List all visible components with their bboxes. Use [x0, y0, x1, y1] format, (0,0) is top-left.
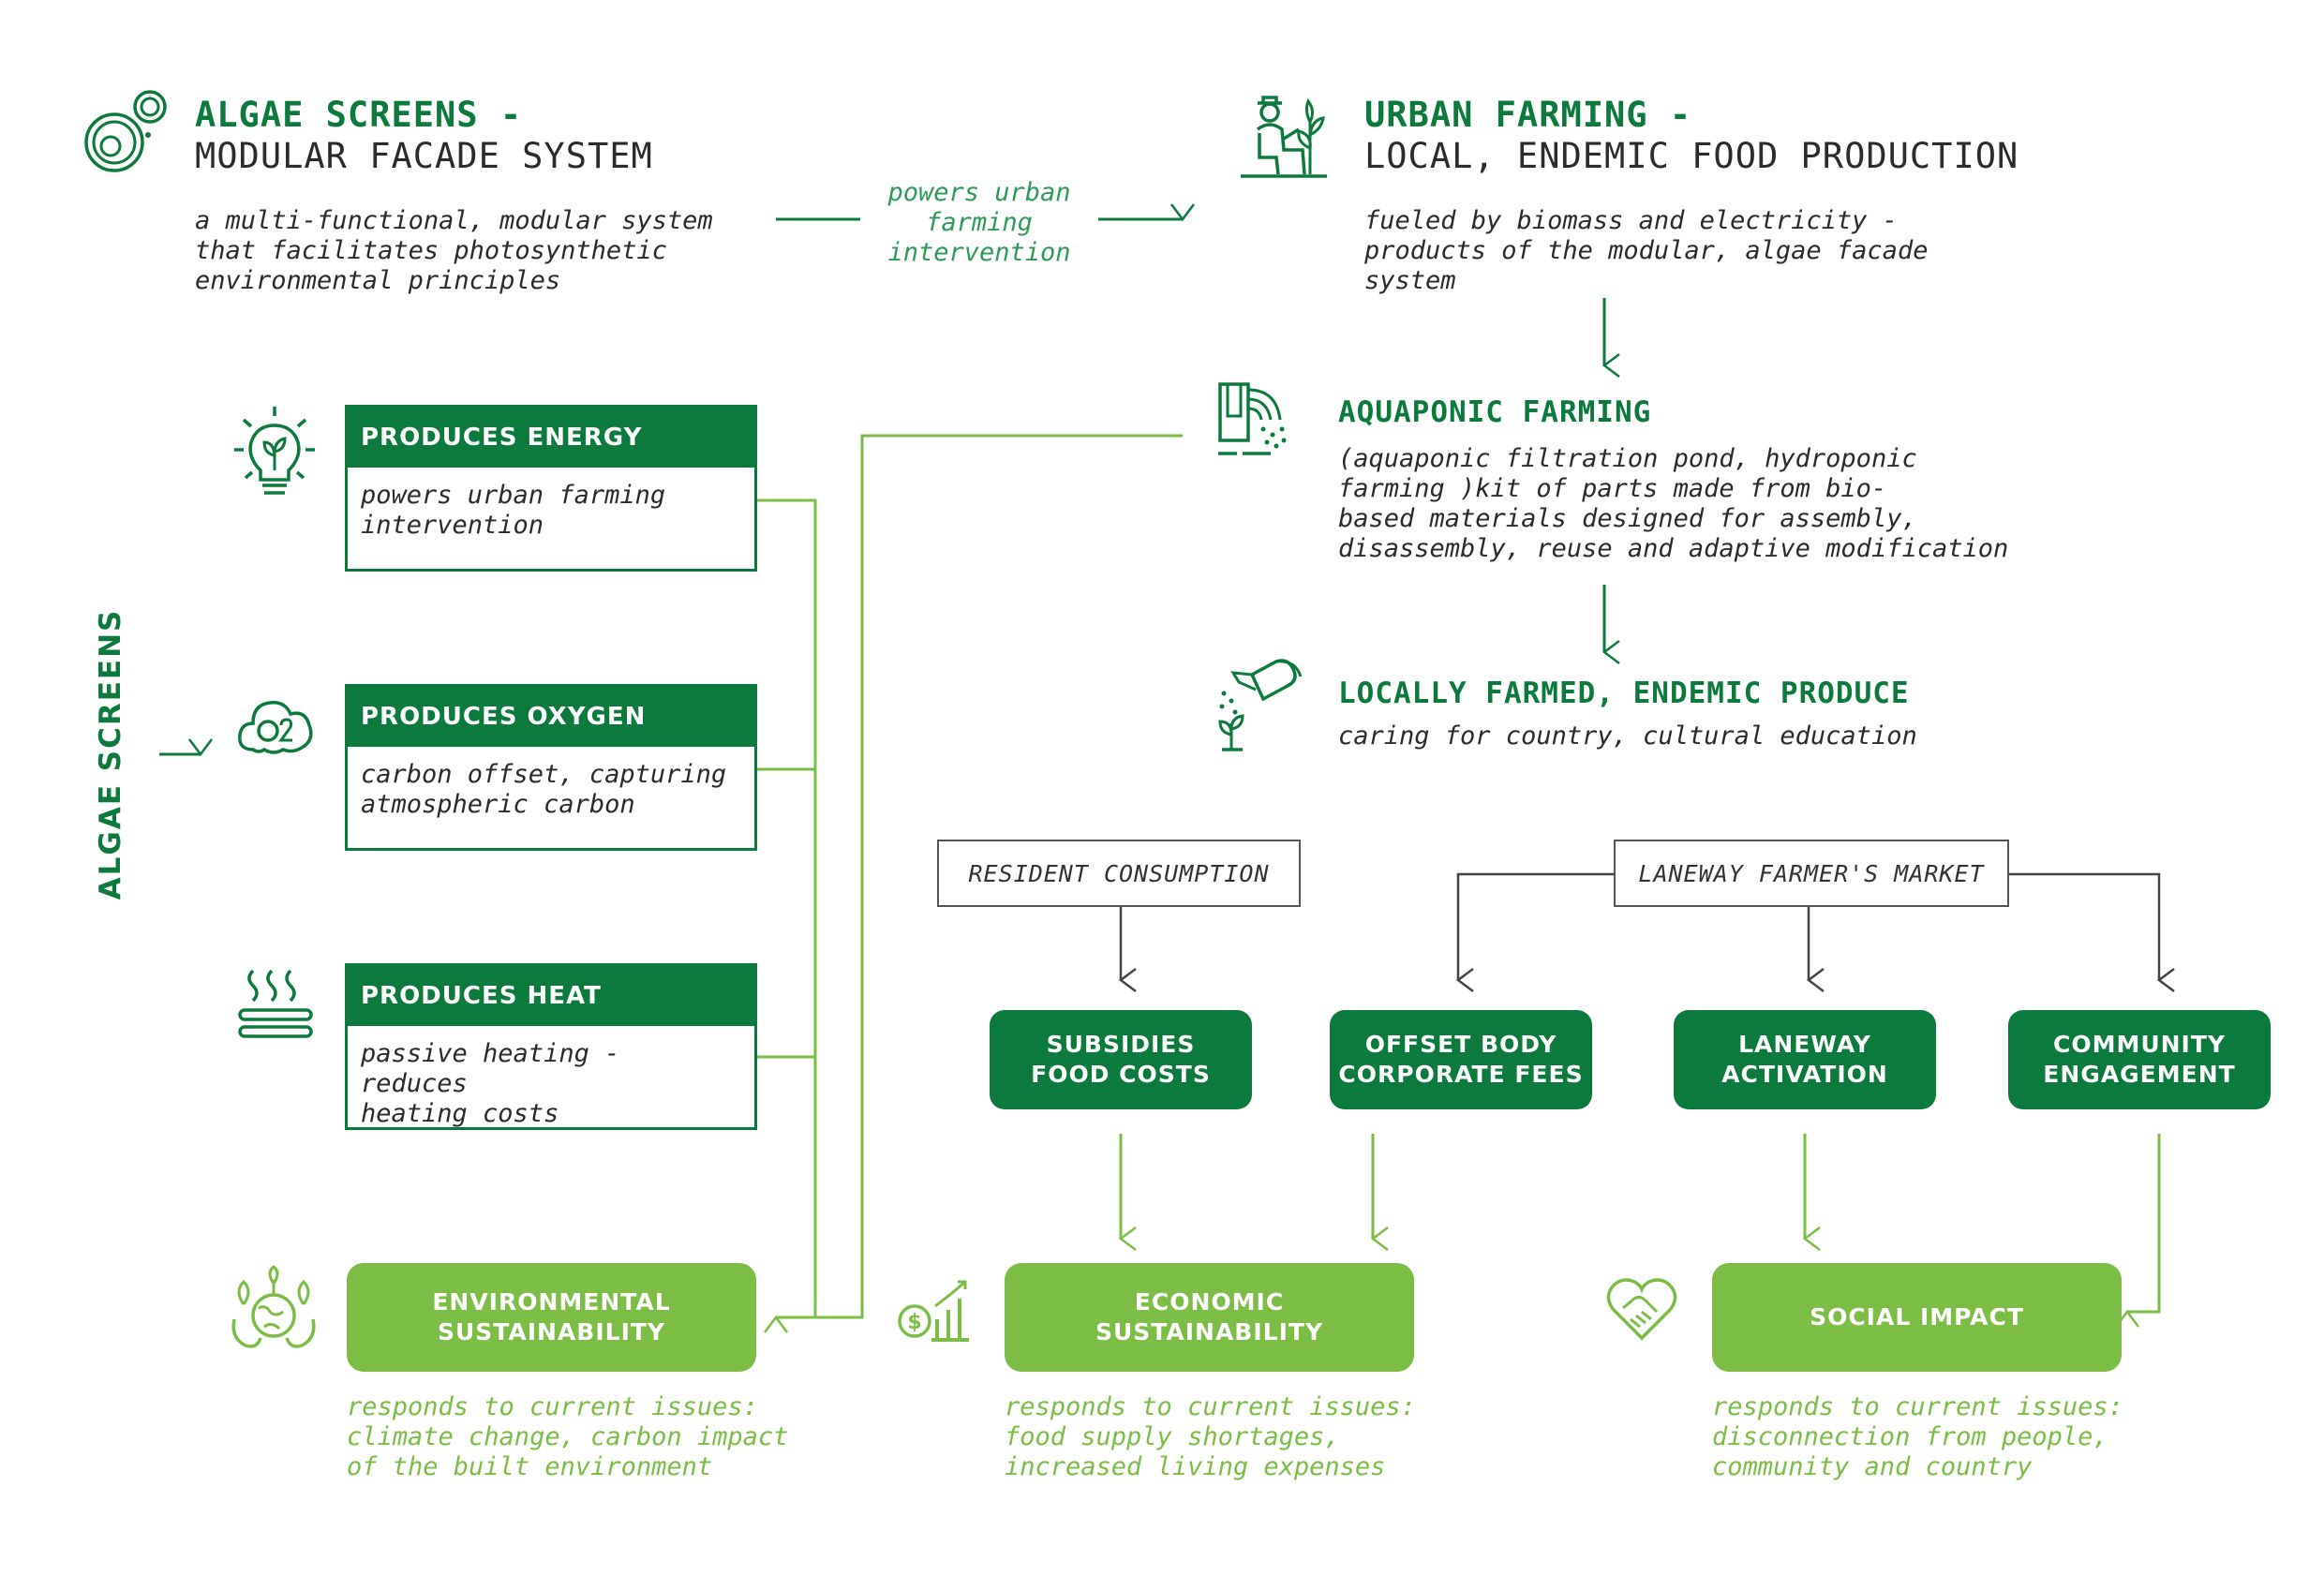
card-heading: PRODUCES ENERGY — [348, 408, 754, 468]
card-produces-energy: PRODUCES ENERGY powers urban farming int… — [345, 405, 757, 572]
urban-title: URBAN FARMING - — [1364, 95, 1692, 135]
outcome-subsidies: SUBSIDIES FOOD COSTS — [990, 1010, 1252, 1109]
card-body: carbon offset, capturing atmospheric car… — [361, 760, 727, 819]
outcome-laneway-activation: LANEWAY ACTIVATION — [1674, 1010, 1936, 1109]
algae-cells-icon — [77, 86, 171, 180]
farmer-plant-icon — [1237, 92, 1331, 182]
card-heading: PRODUCES HEAT — [348, 966, 754, 1026]
community-to-social — [2115, 1134, 2161, 1328]
algae-description: a multi-functional, modular system that … — [195, 206, 713, 295]
card-heading: PRODUCES OXYGEN — [348, 687, 754, 747]
pillar-environmental: ENVIRONMENTAL SUSTAINABILITY — [347, 1263, 756, 1372]
card-body: passive heating - reduces heating costs — [361, 1039, 620, 1128]
svg-text:$: $ — [907, 1311, 921, 1334]
card-produces-heat: PRODUCES HEAT passive heating - reduces … — [345, 963, 757, 1130]
pillar-economic-note: responds to current issues: food supply … — [1005, 1392, 1416, 1481]
money-growth-icon: $ — [898, 1278, 973, 1344]
heart-handshake-icon — [1604, 1274, 1679, 1342]
side-label: ALGAE SCREENS — [94, 608, 127, 900]
link-label: powers urban farming intervention — [887, 178, 1071, 267]
algae-title: ALGAE SCREENS - — [195, 95, 523, 135]
aquaponic-description: (aquaponic filtration pond, hydroponic f… — [1338, 444, 2009, 563]
lightbulb-leaf-icon — [232, 403, 317, 497]
pillar-social: SOCIAL IMPACT — [1712, 1263, 2122, 1372]
produce-title: LOCALLY FARMED, ENDEMIC PRODUCE — [1338, 676, 1910, 710]
outcome-community-engagement: COMMUNITY ENGAGEMENT — [2008, 1010, 2271, 1109]
card-body: powers urban farming intervention — [361, 481, 666, 540]
market-branch-right — [2009, 872, 2175, 992]
aquaponic-to-env-line — [815, 434, 1183, 1319]
pillar-economic: ECONOMIC SUSTAINABILITY — [1005, 1263, 1414, 1372]
heat-waves-icon — [236, 965, 315, 1044]
laneway-market-box: LANEWAY FARMER'S MARKET — [1614, 840, 2009, 907]
watering-can-icon — [1214, 656, 1308, 753]
irrigation-icon — [1214, 379, 1308, 463]
cards-bracket — [757, 498, 817, 1333]
pillar-environmental-note: responds to current issues: climate chan… — [347, 1392, 789, 1481]
card-produces-oxygen: PRODUCES OXYGEN carbon offset, capturing… — [345, 684, 757, 851]
pillar-social-note: responds to current issues: disconnectio… — [1712, 1392, 2123, 1481]
earth-plants-icon — [229, 1263, 319, 1353]
produce-description: caring for country, cultural education — [1338, 721, 1917, 751]
resident-consumption-box: RESIDENT CONSUMPTION — [937, 840, 1301, 907]
urban-subtitle: LOCAL, ENDEMIC FOOD PRODUCTION — [1364, 136, 2019, 176]
outcome-offset-fees: OFFSET BODY CORPORATE FEES — [1330, 1010, 1592, 1109]
aquaponic-title: AQUAPONIC FARMING — [1338, 395, 1652, 429]
algae-subtitle: MODULAR FACADE SYSTEM — [195, 136, 653, 176]
o2-cloud-icon — [236, 693, 315, 759]
market-branch-left — [1455, 872, 1614, 992]
urban-description: fueled by biomass and electricity - prod… — [1364, 206, 1929, 295]
